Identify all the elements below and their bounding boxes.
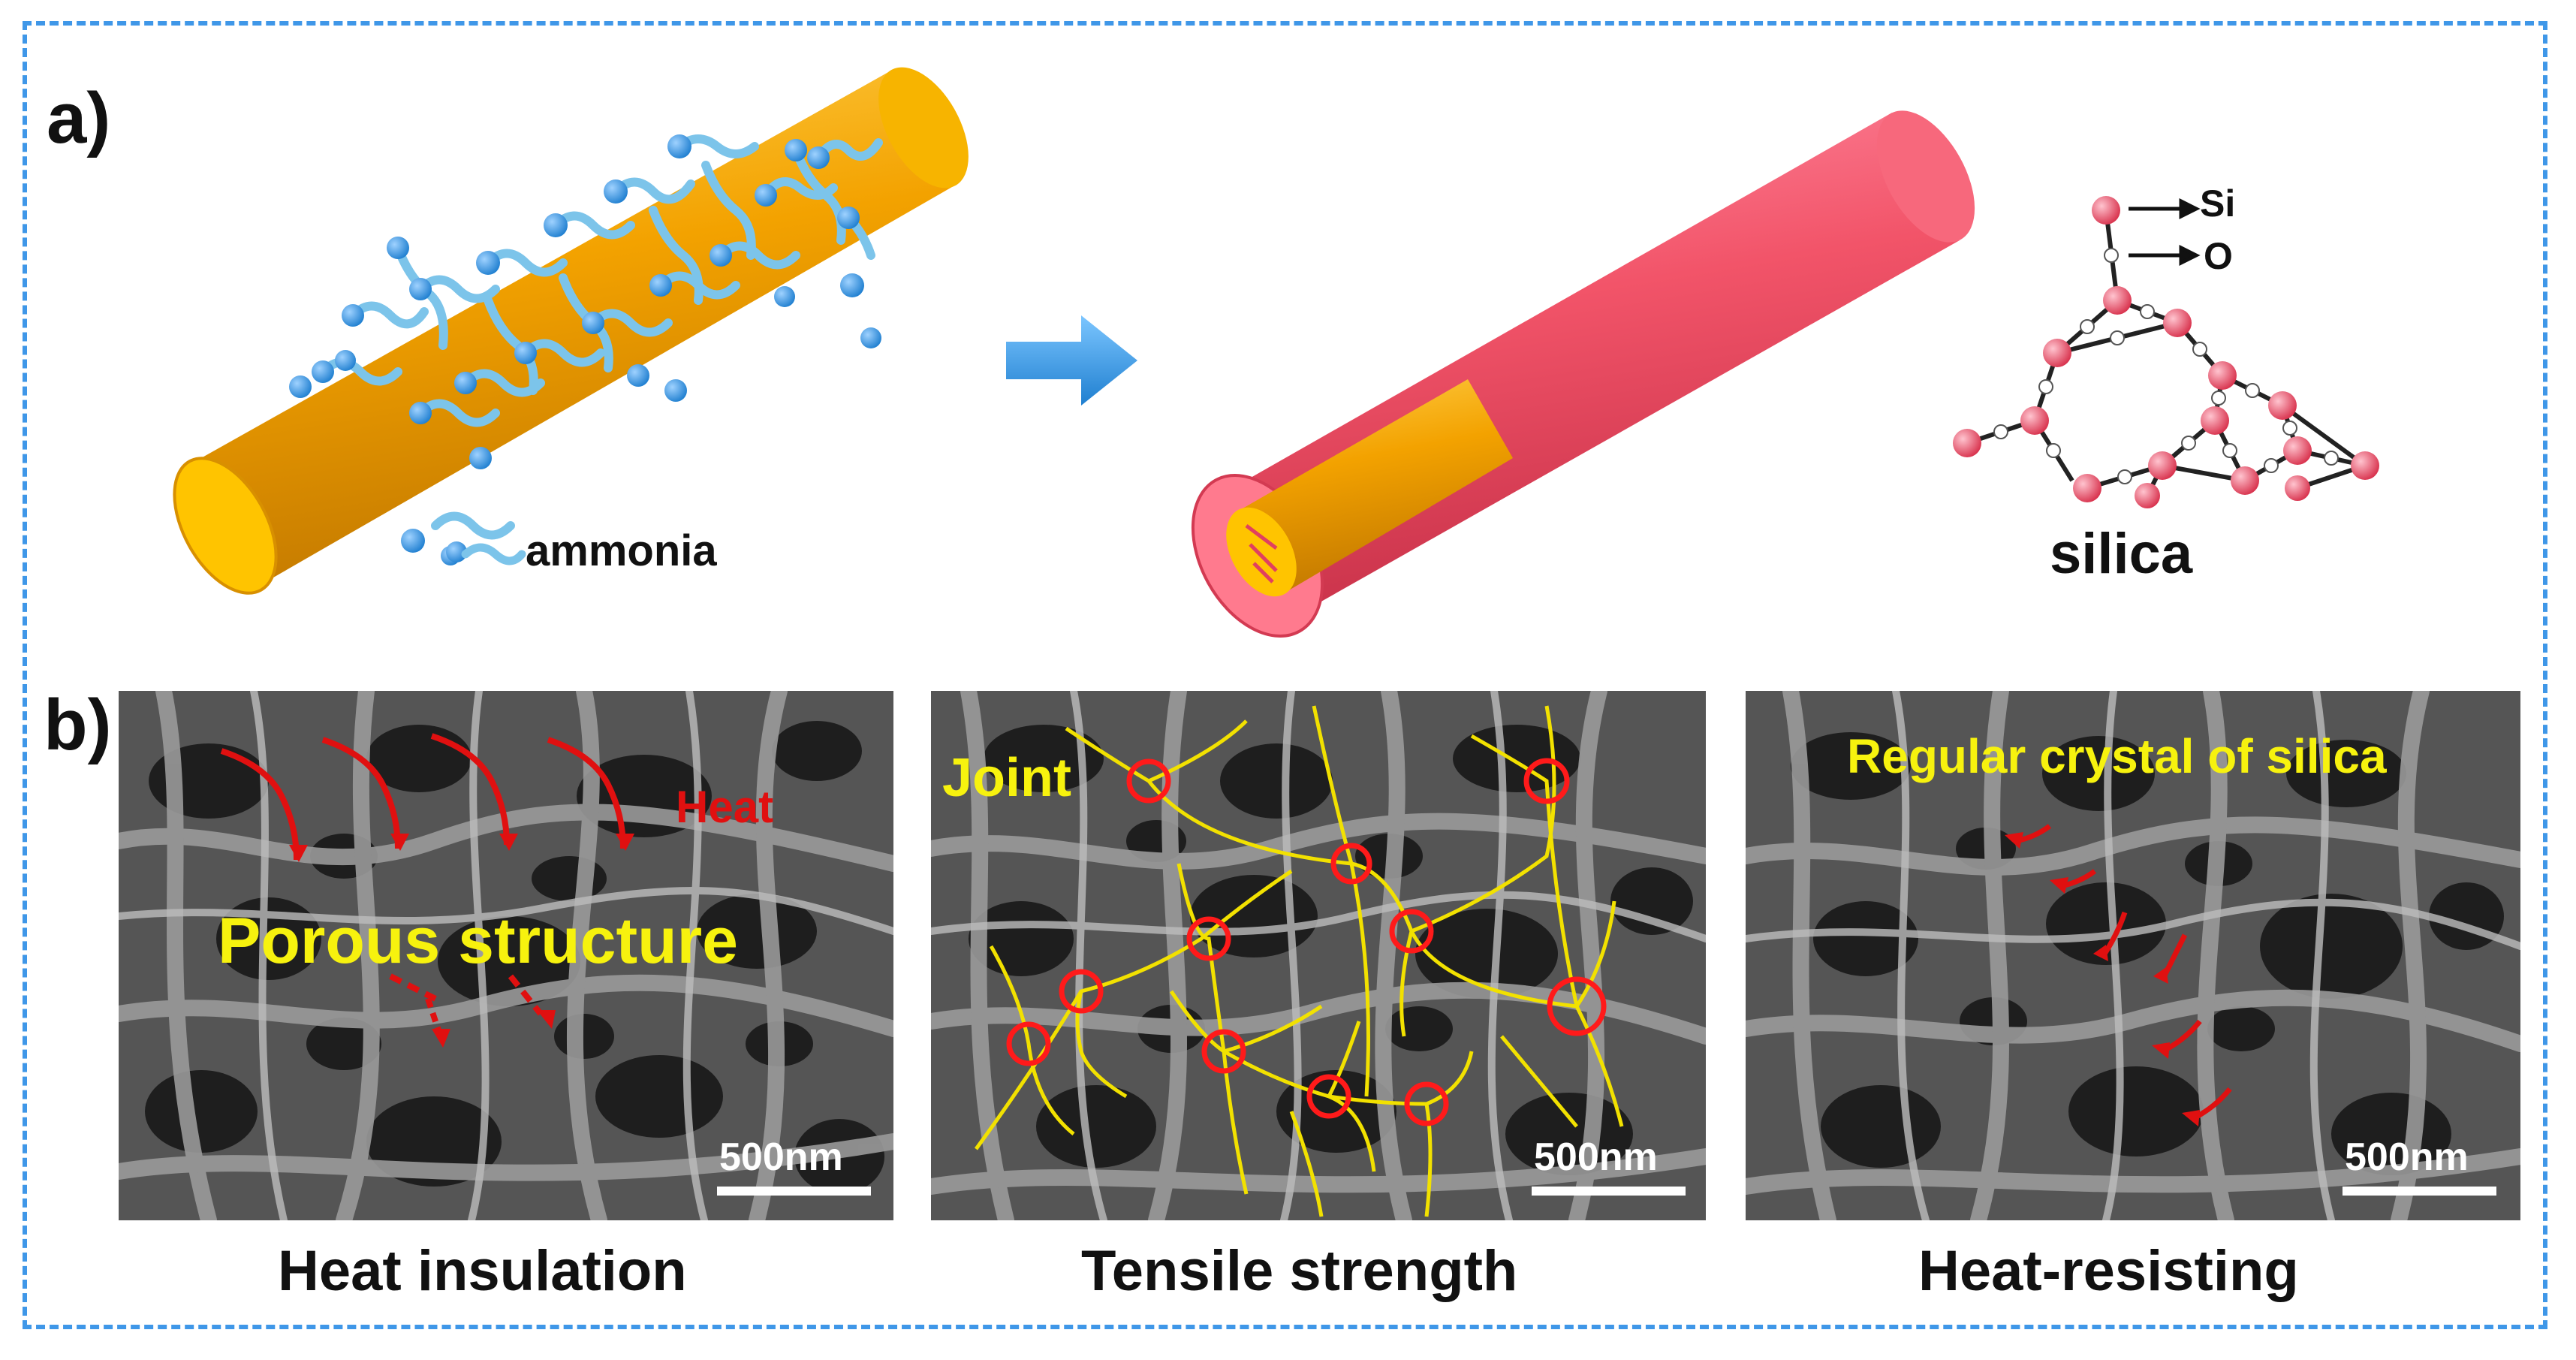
caption-heat-insulation: Heat insulation (278, 1239, 687, 1303)
scale-label-3: 500nm (2345, 1135, 2469, 1179)
silica-label: silica (2050, 522, 2193, 586)
joint-label: Joint (942, 748, 1071, 808)
sem-texture (119, 691, 893, 1220)
scale-bar-2 (1532, 1187, 1686, 1196)
panel-b-label: b) (44, 685, 112, 765)
sem-texture (1746, 691, 2520, 1220)
porous-structure-label: Porous structure (218, 905, 738, 977)
scale-bar-3 (2343, 1187, 2496, 1196)
ammonia-molecules (318, 134, 883, 540)
silica-structure (1953, 196, 2379, 508)
heat-overlay-label: Heat (676, 782, 774, 832)
scale-label-1: 500nm (719, 1135, 843, 1179)
sem-image-heat-resisting (1746, 691, 2520, 1220)
ammonia-legend-icon (446, 541, 526, 565)
process-arrow (1006, 315, 1137, 406)
caption-tensile-strength: Tensile strength (1081, 1239, 1518, 1303)
o-label: O (2204, 235, 2233, 277)
scale-bar-1 (717, 1187, 871, 1196)
ammonia-heads (289, 134, 881, 565)
sem-image-heat-insulation (119, 691, 893, 1220)
panel-a-illustration (173, 67, 2379, 638)
scale-label-2: 500nm (1534, 1135, 1658, 1179)
sem-image-tensile-strength (931, 691, 1706, 1220)
si-label: Si (2200, 182, 2236, 225)
regular-crystal-label: Regular crystal of silica (1847, 729, 2387, 783)
coated-fiber (1191, 110, 1975, 638)
ammonia-label: ammonia (526, 526, 717, 575)
panel-a-label: a) (47, 78, 111, 158)
dashed-frame (23, 21, 2547, 1329)
caption-heat-resisting: Heat-resisting (1918, 1239, 2299, 1303)
